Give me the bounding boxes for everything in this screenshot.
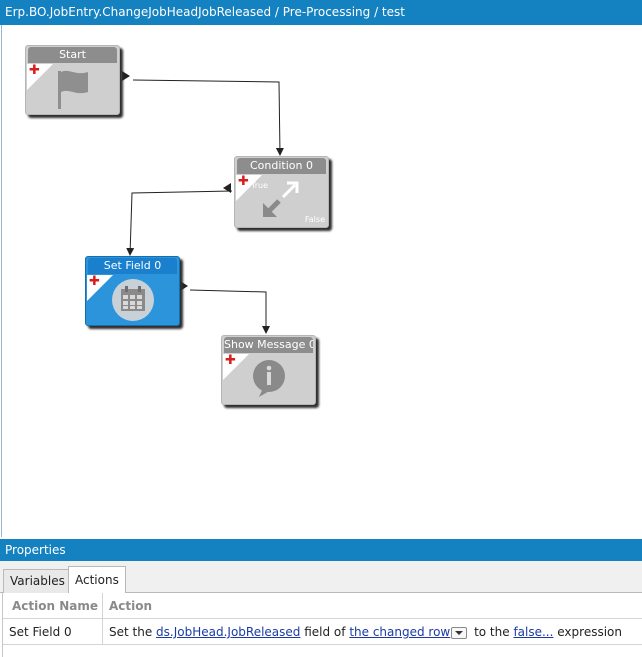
expression-link[interactable]: false... bbox=[513, 625, 554, 639]
row-link[interactable]: the changed row bbox=[349, 625, 451, 639]
action-description-cell: Set the ds.JobHead.JobReleased field of … bbox=[103, 619, 642, 645]
tab-actions[interactable]: Actions bbox=[68, 566, 126, 594]
setfield-output-port bbox=[180, 281, 188, 291]
condition-node-title: Condition 0 bbox=[237, 158, 326, 174]
field-link[interactable]: ds.JobHead.JobReleased bbox=[156, 625, 301, 639]
connector-condition-to-setfield bbox=[126, 190, 233, 256]
properties-tabs: Variables Actions bbox=[0, 561, 642, 594]
action-text-part: Set the bbox=[109, 625, 157, 639]
action-text-part: expression bbox=[553, 625, 622, 639]
condition-node[interactable]: Condition 0 ✚ True False bbox=[234, 156, 329, 228]
action-name-cell: Set Field 0 bbox=[9, 625, 72, 639]
set-field-node-title: Set Field 0 bbox=[88, 258, 177, 274]
plus-icon[interactable]: ✚ bbox=[29, 63, 40, 78]
window-title: Erp.BO.JobEntry.ChangeJobHeadJobReleased… bbox=[0, 0, 642, 25]
connector-setfield-to-message bbox=[189, 289, 270, 334]
start-node[interactable]: Start ✚ bbox=[25, 45, 120, 115]
flag-icon bbox=[58, 70, 88, 109]
action-text-part: to the bbox=[470, 625, 514, 639]
set-field-node[interactable]: Set Field 0 ✚ bbox=[85, 256, 180, 326]
plus-icon[interactable]: ✚ bbox=[238, 174, 249, 189]
info-bubble-icon bbox=[253, 360, 285, 397]
actions-grid: Action Name Action Set Field 0 Set the d… bbox=[2, 593, 642, 657]
action-text-part: field of bbox=[300, 625, 350, 639]
tab-variables[interactable]: Variables bbox=[3, 569, 72, 593]
column-header-action[interactable]: Action bbox=[109, 599, 153, 613]
calendar-grid-icon bbox=[112, 279, 154, 321]
show-message-node[interactable]: Show Message 0 ✚ bbox=[221, 335, 316, 405]
connectors bbox=[122, 71, 284, 334]
condition-false-label: False bbox=[304, 215, 325, 224]
table-row[interactable]: Set Field 0 Set the ds.JobHead.JobReleas… bbox=[3, 619, 642, 645]
condition-true-port bbox=[223, 183, 231, 193]
column-header-action-name[interactable]: Action Name bbox=[12, 599, 98, 613]
plus-icon[interactable]: ✚ bbox=[225, 353, 236, 368]
start-output-port bbox=[122, 71, 130, 81]
grid-header-row: Action Name Action bbox=[3, 593, 642, 619]
workflow-canvas[interactable]: Start ✚ Condition 0 ✚ True False Set Fie… bbox=[1, 25, 642, 537]
row-dropdown-button[interactable] bbox=[451, 626, 468, 639]
condition-true-label: True bbox=[251, 181, 268, 190]
connector-start-to-condition bbox=[132, 79, 284, 156]
start-node-title: Start bbox=[28, 47, 117, 63]
show-message-node-title: Show Message 0 bbox=[224, 337, 313, 353]
plus-icon[interactable]: ✚ bbox=[89, 274, 100, 289]
properties-header: Properties bbox=[0, 539, 642, 561]
split-arrows-icon bbox=[263, 181, 299, 217]
